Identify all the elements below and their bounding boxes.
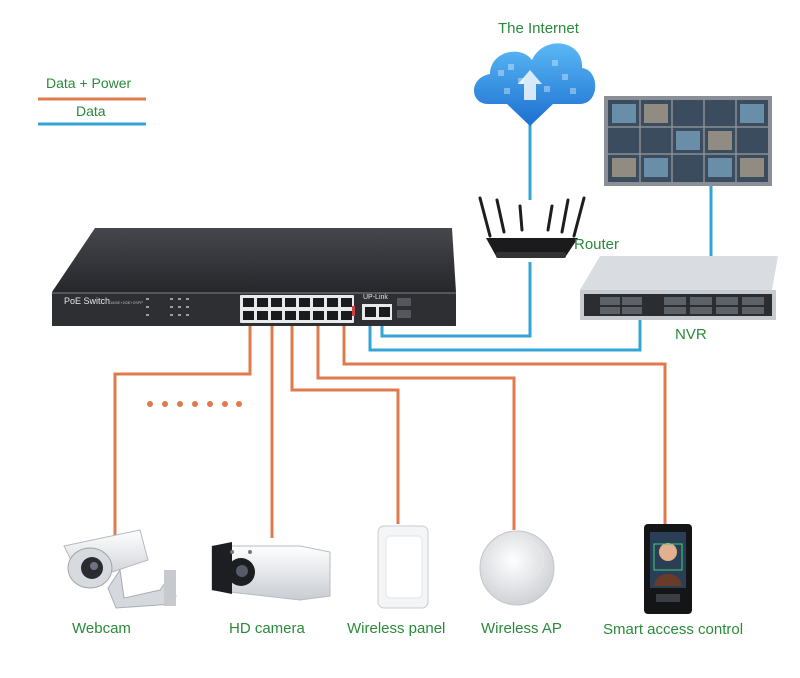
uplink-label: UP-Link: [363, 294, 388, 301]
switch-name-label: PoE Switch: [64, 296, 111, 306]
legend-data-label: Data: [76, 103, 106, 119]
wireless-panel-label: Wireless panel: [347, 620, 446, 637]
wireless-panel-icon: [377, 525, 429, 609]
legend-power-label: Data + Power: [46, 75, 132, 91]
webcam-icon: [63, 529, 177, 609]
smart-access-label: Smart access control: [603, 621, 744, 638]
wireless-panel-link: [290, 322, 400, 524]
switch-model-label: 16GE+2GE+2SFP: [110, 300, 143, 305]
router-icon: [478, 196, 586, 258]
hd-camera-icon: [211, 542, 331, 601]
smart-access-link: [342, 322, 667, 524]
webcam-link: [113, 322, 252, 538]
video-wall-icon: [604, 96, 772, 186]
more-devices-dots: [147, 401, 242, 407]
smart-access-control-icon: [644, 524, 692, 614]
wireless-ap-icon: [479, 530, 555, 606]
internet-label: The Internet: [498, 20, 579, 37]
webcam-label: Webcam: [72, 620, 131, 637]
poe-switch-device: [52, 228, 456, 326]
wireless-ap-label: Wireless AP: [481, 620, 562, 637]
sfp-ports: [397, 298, 411, 318]
hd-camera-label: HD camera: [229, 620, 305, 637]
poe-links: [113, 322, 667, 538]
rj45-ports: [240, 295, 354, 323]
nvr-server-icon: [580, 256, 778, 320]
data-links: [368, 118, 713, 352]
nvr-switch-link: [368, 318, 642, 352]
router-label: Router: [574, 236, 620, 253]
uplink-ports: [352, 304, 392, 320]
wireless-ap-link: [316, 322, 516, 530]
nvr-label: NVR: [675, 326, 707, 343]
router-switch-link: [380, 262, 532, 338]
internet-cloud-icon: [474, 43, 596, 126]
